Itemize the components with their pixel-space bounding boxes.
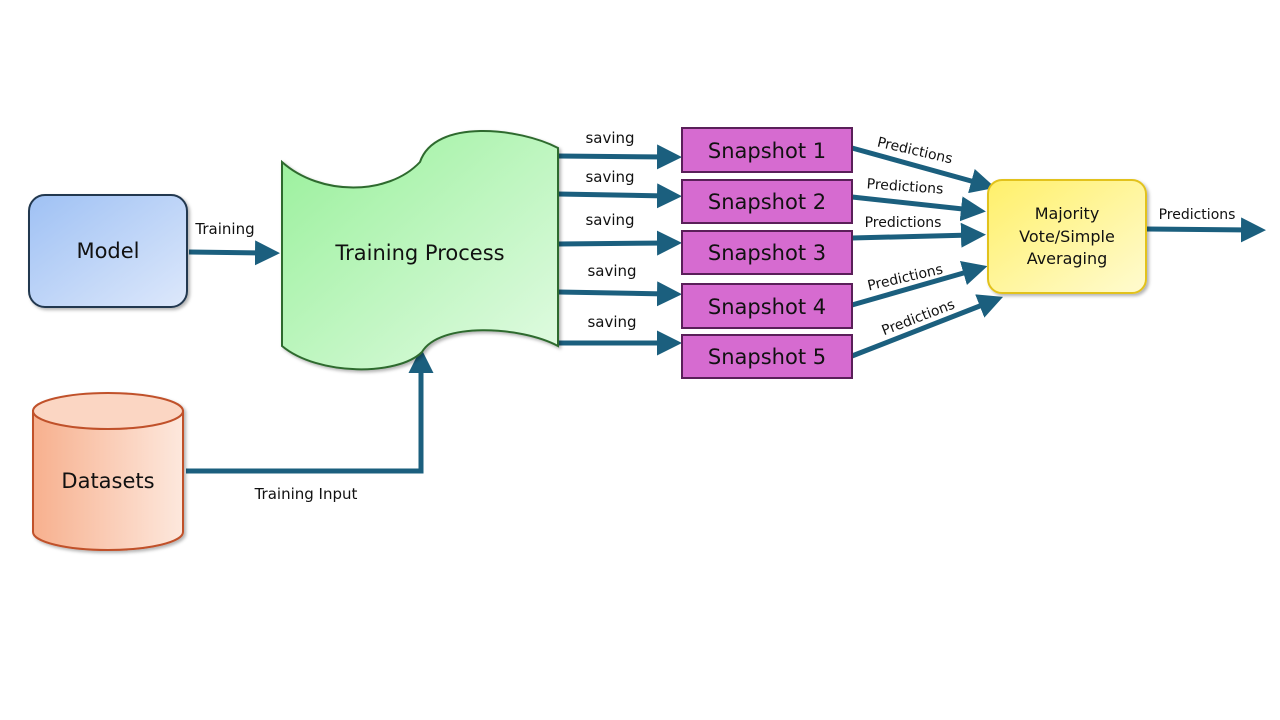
arrow-predictions-2 (851, 194, 986, 222)
aggregator-label-line-1: Majority (1035, 204, 1100, 223)
aggregator-node (987, 179, 1147, 294)
snapshot-1-label: Snapshot 1 (708, 139, 826, 163)
arrows (186, 144, 1266, 474)
arrow-saving-2 (557, 183, 682, 209)
arrow-predictions-5 (851, 294, 1004, 359)
training-process-label: Training Process (334, 241, 504, 265)
model-label: Model (76, 239, 139, 263)
arrow-model-to-process (188, 240, 280, 266)
snapshot-4-label: Snapshot 4 (708, 295, 826, 319)
arrow-predictions-1 (851, 145, 996, 194)
predictions-label-2: Predictions (866, 176, 944, 197)
snapshot-4-box (681, 283, 853, 329)
saving-label-3: saving (585, 211, 634, 229)
training-edge-label: Training (194, 220, 254, 238)
final-predictions-label: Predictions (1159, 207, 1236, 223)
snapshot-1-box (681, 127, 853, 173)
training-input-edge-label: Training Input (254, 485, 358, 503)
predictions-label-1: Predictions (876, 135, 954, 168)
arrow-datasets-to-process (186, 348, 434, 474)
saving-label-1: saving (585, 129, 634, 147)
snapshot-5-box (681, 334, 853, 379)
saving-label-4: saving (587, 262, 636, 280)
aggregator-label-line-3: Averaging (1027, 249, 1108, 268)
datasets-node (32, 392, 184, 551)
arrow-saving-4 (557, 281, 682, 307)
aggregator-label-line-2: Vote/Simple (1019, 227, 1115, 246)
arrow-final-output (1146, 217, 1266, 243)
training-process-node (281, 130, 559, 371)
model-node (28, 194, 188, 308)
snapshot-5-label: Snapshot 5 (708, 345, 826, 369)
arrow-predictions-4 (851, 261, 988, 308)
snapshot-3-box (681, 230, 853, 275)
predictions-label-3: Predictions (865, 215, 942, 231)
snapshot-3-label: Snapshot 3 (708, 241, 826, 265)
snapshot-2-label: Snapshot 2 (708, 190, 826, 214)
arrow-predictions-3 (851, 222, 986, 248)
snapshot-boxes (681, 127, 853, 379)
saving-label-2: saving (585, 168, 634, 186)
arrow-saving-1 (557, 144, 682, 170)
saving-label-5: saving (587, 313, 636, 331)
snapshot-2-box (681, 179, 853, 224)
arrow-saving-3 (557, 230, 682, 256)
datasets-label: Datasets (61, 469, 154, 493)
